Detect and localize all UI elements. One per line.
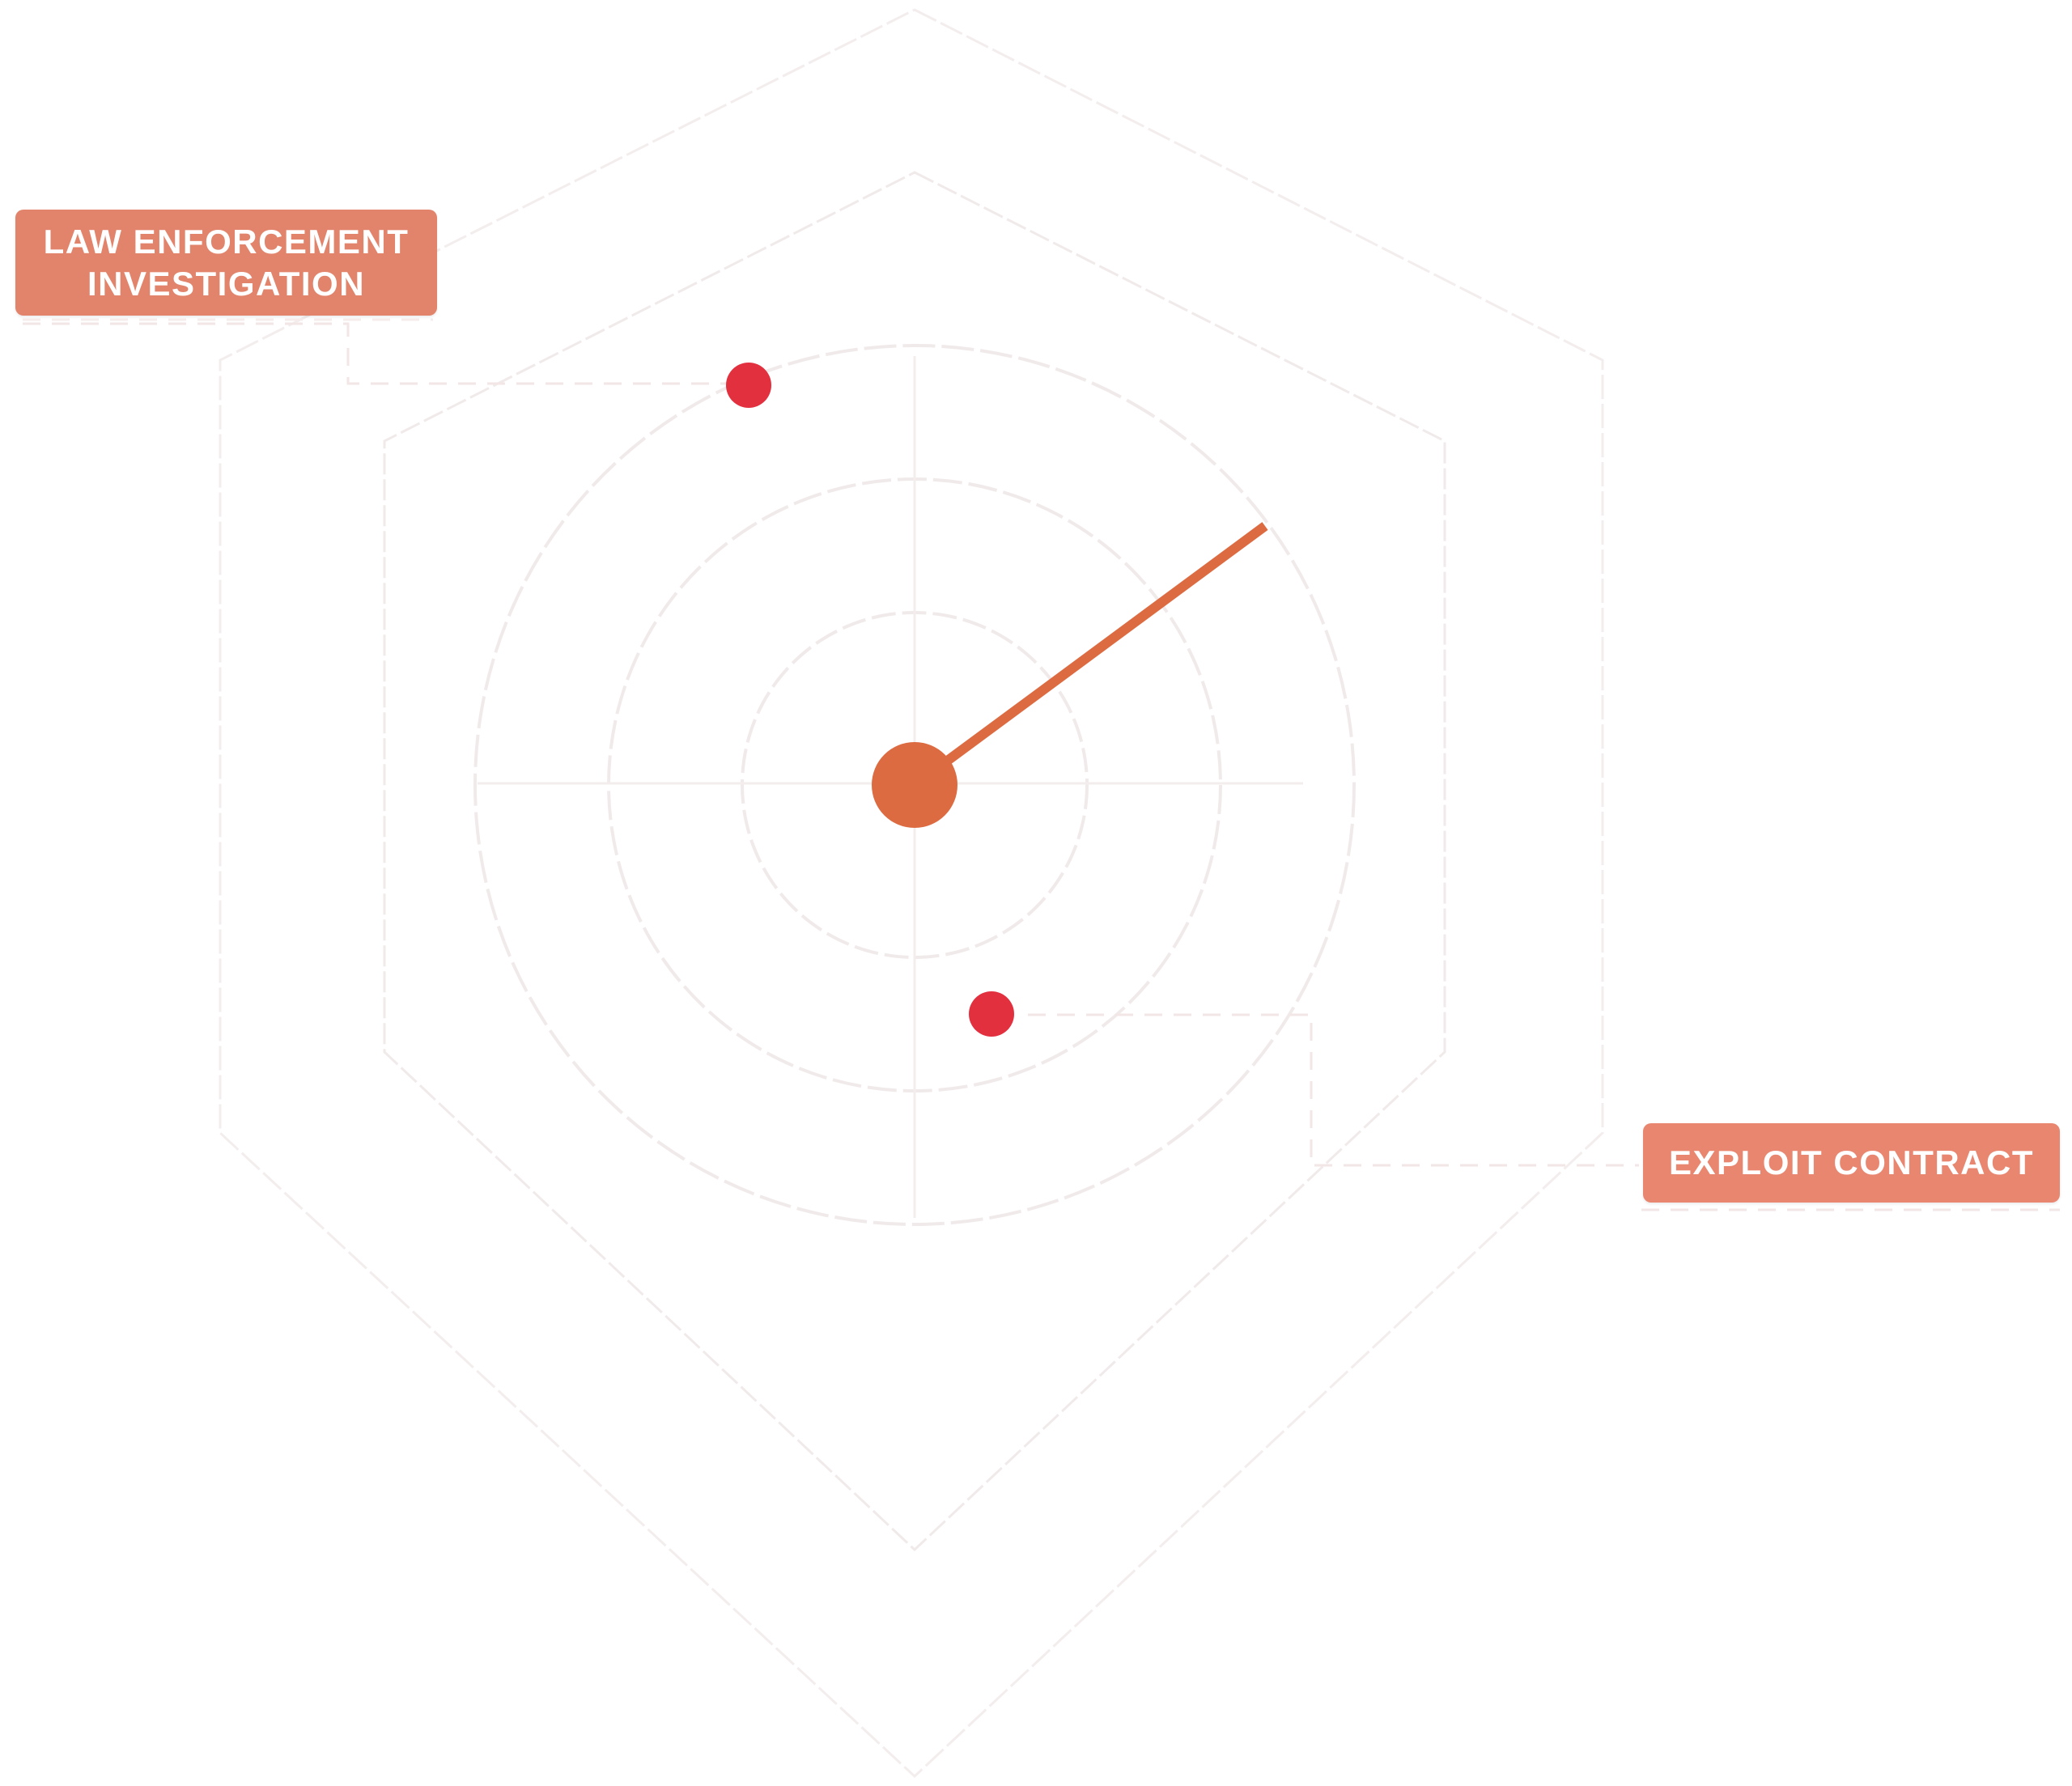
law-enforcement-label-line2: INVESTIGATION: [87, 264, 366, 303]
outer-shield-outline: [219, 8, 1604, 1779]
exploit-contract-label-text: EXPLOIT CONTRACT: [1669, 1143, 2034, 1181]
radar-ring-outer: [473, 344, 1356, 1226]
red-blip-icon: [726, 363, 771, 408]
leader-line-exploit-contract: [1028, 1013, 1639, 1167]
law-enforcement-label-line1: LAW ENFORCEMENT: [43, 222, 410, 261]
law-enforcement-investigation-label: LAW ENFORCEMENT INVESTIGATION: [15, 210, 437, 316]
inner-shield-outline: [383, 171, 1446, 1552]
leader-line-law-enforcement: [23, 322, 728, 385]
red-blip-icon: [969, 991, 1014, 1037]
radar-center-hub-icon: [872, 742, 957, 828]
radar-sweep-needle-icon: [911, 522, 1268, 789]
exploit-contract-label: EXPLOIT CONTRACT: [1643, 1123, 2060, 1203]
